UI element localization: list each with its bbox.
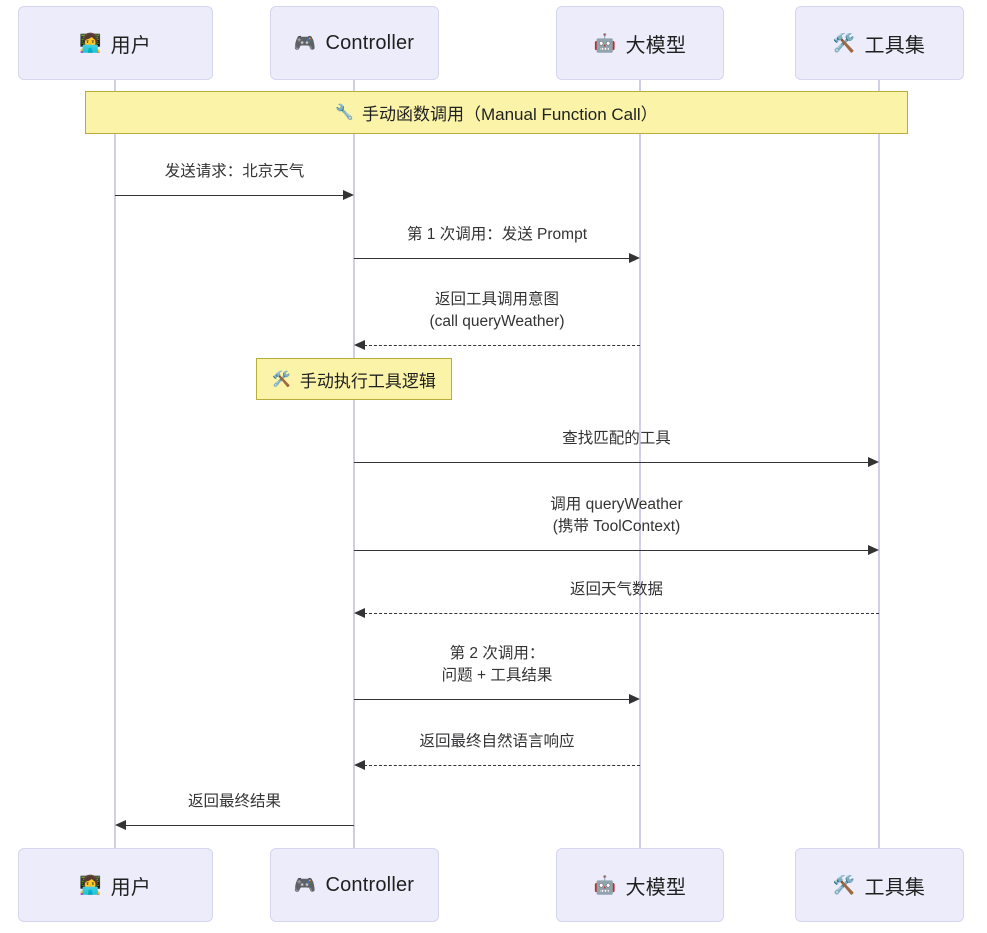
lifeline-user [114, 80, 116, 848]
message-line-m9 [125, 825, 354, 826]
message-line-m3 [364, 345, 640, 346]
message-line-m8 [364, 765, 640, 766]
arrow-head-m2 [629, 253, 640, 263]
message-label-m5: 调用 queryWeather (携带 ToolContext) [550, 496, 683, 535]
arrow-head-m9 [115, 820, 126, 830]
participant-label: 大模型 [625, 876, 687, 899]
message-label-m2: 第 1 次调用：发送 Prompt [407, 226, 587, 243]
technologist-icon: 👩‍💻 [78, 33, 102, 53]
participant-tools-top[interactable]: 🛠️ 工具集 [794, 6, 964, 80]
message-line-m6 [364, 613, 879, 614]
arrow-head-m6 [354, 608, 365, 618]
message-label-m8: 返回最终自然语言响应 [419, 733, 575, 750]
arrow-head-m3 [354, 340, 365, 350]
message-line-m2 [354, 258, 630, 259]
arrow-head-m1 [343, 190, 354, 200]
hammer-wrench-icon: 🛠️ [832, 875, 856, 895]
message-label-m7: 第 2 次调用： 问题 + 工具结果 [441, 645, 553, 684]
participant-controller-bottom[interactable]: 🎮 Controller [269, 848, 439, 922]
participant-label: 用户 [110, 876, 152, 899]
robot-icon: 🤖 [593, 875, 617, 895]
participant-user-top[interactable]: 👩‍💻 用户 [17, 6, 213, 80]
game-controller-icon: 🎮 [293, 33, 317, 53]
participant-label: Controller [325, 873, 415, 896]
participant-label: 工具集 [864, 34, 926, 57]
wrench-icon: 🔧 [335, 104, 354, 121]
game-controller-icon: 🎮 [293, 875, 317, 895]
participant-controller-top[interactable]: 🎮 Controller [269, 6, 439, 80]
message-line-m5 [354, 550, 869, 551]
participant-tools-bottom[interactable]: 🛠️ 工具集 [794, 848, 964, 922]
lifeline-model [639, 80, 641, 848]
arrow-head-m7 [629, 694, 640, 704]
note-manual-tool-execution: 🛠️ 手动执行工具逻辑 [256, 358, 452, 400]
message-label-m6: 返回天气数据 [569, 581, 663, 598]
arrow-head-m5 [868, 545, 879, 555]
message-line-m1 [115, 195, 344, 196]
banner-label: 手动函数调用（Manual Function Call） [361, 105, 658, 124]
message-label-m3: 返回工具调用意图 (call queryWeather) [429, 291, 565, 330]
robot-icon: 🤖 [593, 33, 617, 53]
message-label-m4: 查找匹配的工具 [562, 430, 671, 447]
participant-label: 用户 [110, 34, 152, 57]
participant-label: Controller [325, 31, 415, 54]
lifeline-controller [353, 80, 355, 848]
hammer-wrench-icon: 🛠️ [832, 33, 856, 53]
hammer-wrench-icon: 🛠️ [272, 370, 291, 388]
message-label-m1: 发送请求：北京天气 [164, 163, 305, 180]
participant-model-top[interactable]: 🤖 大模型 [556, 6, 724, 80]
technologist-icon: 👩‍💻 [78, 875, 102, 895]
message-line-m7 [354, 699, 630, 700]
participant-label: 大模型 [625, 34, 687, 57]
diagram-banner: 🔧 手动函数调用（Manual Function Call） [85, 91, 908, 134]
note-label: 手动执行工具逻辑 [299, 371, 436, 391]
participant-user-bottom[interactable]: 👩‍💻 用户 [17, 848, 213, 922]
participant-label: 工具集 [864, 876, 926, 899]
message-line-m4 [354, 462, 869, 463]
arrow-head-m4 [868, 457, 879, 467]
participant-model-bottom[interactable]: 🤖 大模型 [556, 848, 724, 922]
arrow-head-m8 [354, 760, 365, 770]
lifeline-tools [878, 80, 880, 848]
message-label-m9: 返回最终结果 [187, 793, 281, 810]
